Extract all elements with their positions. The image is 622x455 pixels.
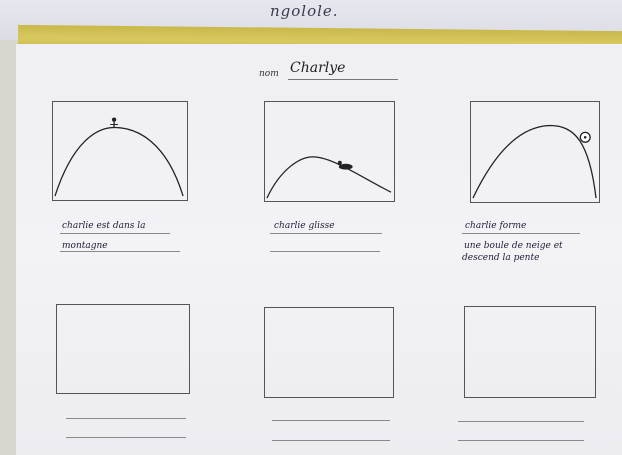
panel-3-caption-2: une boule de neige et <box>464 241 563 251</box>
panel-2-line-2 <box>270 251 380 252</box>
panel-3-caption-1: charlie forme <box>465 221 527 231</box>
panel-6-line-2 <box>458 440 584 441</box>
panel-5-frame <box>264 307 394 398</box>
sled-icon <box>337 160 353 170</box>
panel-4-line-1 <box>66 418 186 419</box>
panel-3-caption-3: descend la pente <box>462 253 540 263</box>
hill-drawing <box>472 124 597 199</box>
panel-3-line-1 <box>462 233 580 234</box>
slope-drawing <box>266 156 392 199</box>
panel-4-line-2 <box>66 437 186 438</box>
name-underline <box>288 79 398 80</box>
panel-2-frame <box>264 101 395 202</box>
panel-1-caption-1: charlie est dans la <box>62 221 146 231</box>
panel-1-line-2 <box>60 251 180 252</box>
panel-5-line-2 <box>272 440 390 441</box>
panel-6-frame <box>464 306 596 398</box>
top-text: ngolole. <box>270 2 339 20</box>
panel-2-caption-1: charlie glisse <box>274 221 335 231</box>
panel-3-frame <box>470 101 600 203</box>
worksheet-paper <box>16 44 622 455</box>
panel-1-line-1 <box>60 233 170 234</box>
person-icon <box>110 117 119 128</box>
panel-1-frame <box>52 101 188 201</box>
name-label: nom <box>259 69 279 79</box>
name-value: Charlye <box>290 60 346 76</box>
panel-1-caption-2: montagne <box>62 241 108 251</box>
mountain-drawing <box>54 117 184 197</box>
panel-4-frame <box>56 304 190 394</box>
panel-6-line-1 <box>458 421 584 422</box>
panel-5-line-1 <box>272 420 390 421</box>
snowball-icon <box>579 131 591 143</box>
panel-2-line-1 <box>270 233 382 234</box>
